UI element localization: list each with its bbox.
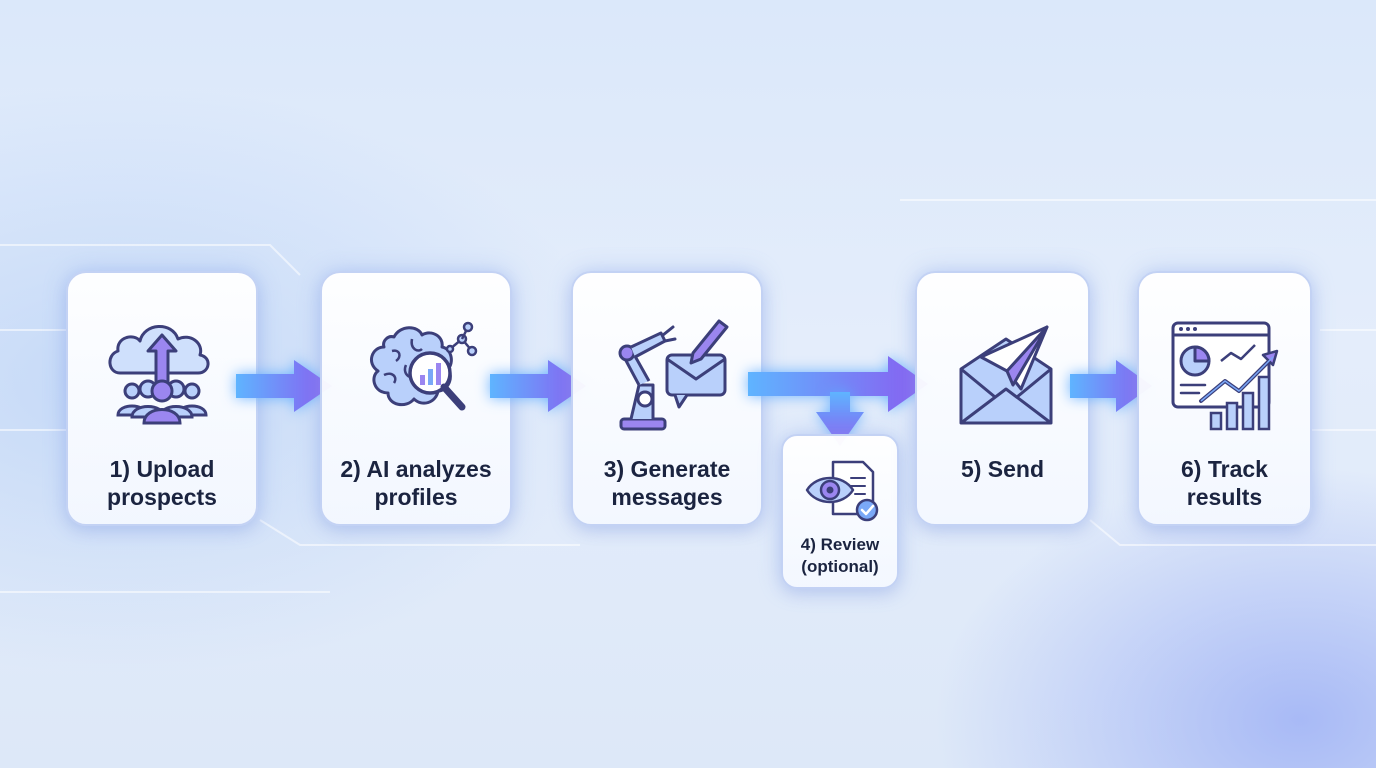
flow-arrow-5-6 bbox=[1070, 360, 1152, 412]
flow-arrow-1-2 bbox=[236, 360, 332, 412]
step-card-send: 5) Send bbox=[915, 271, 1090, 526]
step-label: 3) Generate messages bbox=[603, 456, 731, 510]
flow-arrow-2-3 bbox=[490, 360, 586, 412]
dashboard-growth-chart-icon bbox=[1171, 321, 1279, 431]
step-label: 1) Upload prospects bbox=[107, 456, 217, 510]
step-card-track-results: 6) Track results bbox=[1137, 271, 1312, 526]
step-label: 4) Review (optional) bbox=[800, 535, 880, 576]
step-label: 5) Send bbox=[960, 456, 1045, 482]
cloud-upload-people-icon bbox=[108, 325, 210, 425]
step-card-generate-messages: 3) Generate messages bbox=[571, 271, 763, 526]
step-card-ai-analyzes-profiles: 2) AI analyzes profiles bbox=[320, 271, 512, 526]
step-card-review-optional: 4) Review (optional) bbox=[781, 434, 899, 589]
flow-arrow-3-5 bbox=[748, 356, 928, 412]
envelope-paper-plane-icon bbox=[959, 325, 1053, 425]
step-label: 2) AI analyzes profiles bbox=[340, 456, 492, 510]
eye-document-check-icon bbox=[805, 460, 879, 522]
flow-arrow-branch-review bbox=[816, 392, 864, 446]
robot-arm-envelope-pen-icon bbox=[618, 319, 729, 431]
step-card-upload-prospects: 1) Upload prospects bbox=[66, 271, 258, 526]
step-label: 6) Track results bbox=[1181, 456, 1268, 510]
brain-magnifier-chart-icon bbox=[369, 321, 478, 411]
